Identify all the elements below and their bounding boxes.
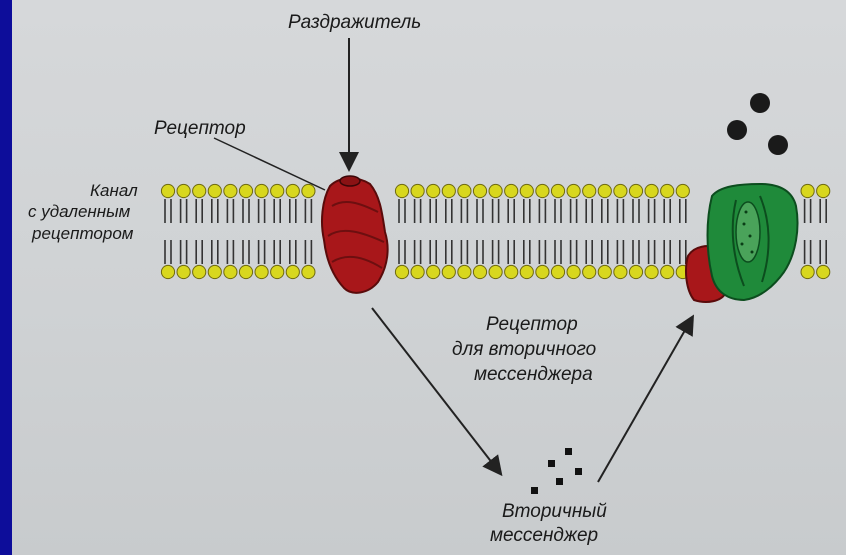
lipid-head — [520, 265, 533, 278]
lipid-head — [551, 265, 564, 278]
lipid-head — [271, 265, 284, 278]
lipid-head — [271, 184, 284, 197]
lipid-head — [614, 184, 627, 197]
lipid-head — [161, 265, 174, 278]
lipid-head — [567, 265, 580, 278]
lipid-head — [505, 265, 518, 278]
receptor-label: Рецептор — [154, 118, 246, 139]
lipid-head — [661, 184, 674, 197]
ion-dots — [727, 93, 788, 155]
lipid-head — [286, 265, 299, 278]
lipid-head — [442, 265, 455, 278]
lipid-head — [567, 184, 580, 197]
receptor-protein — [322, 176, 388, 293]
lipid-head — [473, 184, 486, 197]
lipid-head — [629, 184, 642, 197]
lipid-head — [208, 265, 221, 278]
lipid-head — [473, 265, 486, 278]
lipid-head — [817, 265, 830, 278]
lipid-head — [239, 265, 252, 278]
lipid-head — [489, 265, 502, 278]
second-receptor-label-line1: Рецептор — [486, 314, 578, 335]
lipid-head — [224, 265, 237, 278]
lipid-head — [614, 265, 627, 278]
lipid-head — [427, 184, 440, 197]
lipid-head — [676, 184, 689, 197]
messenger-label-line2: мессенджер — [490, 525, 598, 546]
messenger-label-line1: Вторичный — [502, 501, 607, 522]
lipid-head — [551, 184, 564, 197]
second-messenger-particles — [531, 448, 582, 494]
lipid-head — [193, 265, 206, 278]
lipid-head — [598, 265, 611, 278]
lipid-head — [536, 265, 549, 278]
lipid-head — [177, 265, 190, 278]
second-receptor-label-line3: мессенджера — [474, 364, 593, 385]
channel-label-line2: с удаленным — [28, 202, 130, 222]
lipid-head — [395, 184, 408, 197]
receptor-to-messenger-arrow — [372, 308, 500, 473]
receptor-pointer-line — [214, 138, 325, 190]
lipid-head — [536, 184, 549, 197]
lipid-head — [224, 184, 237, 197]
lipid-head — [505, 184, 518, 197]
lipid-head — [520, 184, 533, 197]
lipid-head — [395, 265, 408, 278]
lipid-head — [177, 184, 190, 197]
lipid-head — [629, 265, 642, 278]
lipid-head — [161, 184, 174, 197]
lipid-head — [208, 184, 221, 197]
channel-label-line1: Канал — [90, 181, 138, 201]
lipid-head — [193, 184, 206, 197]
lipid-head — [801, 184, 814, 197]
lipid-head — [427, 265, 440, 278]
lipid-head — [645, 265, 658, 278]
lipid-head — [239, 184, 252, 197]
lipid-head — [661, 265, 674, 278]
lipid-head — [255, 265, 268, 278]
lipid-head — [458, 265, 471, 278]
lipid-head — [583, 265, 596, 278]
stimulus-label: Раздражитель — [288, 12, 421, 33]
ion-channel — [686, 184, 798, 302]
lipid-head — [801, 265, 814, 278]
lipid-head — [411, 184, 424, 197]
lipid-head — [302, 184, 315, 197]
channel-label-line3: рецептором — [32, 224, 133, 244]
second-receptor-label-line2: для вторичного — [452, 339, 596, 360]
lipid-head — [817, 184, 830, 197]
lipid-head — [583, 184, 596, 197]
lipid-head — [411, 265, 424, 278]
messenger-to-channel-arrow — [598, 318, 692, 482]
lipid-head — [598, 184, 611, 197]
lipid-head — [255, 184, 268, 197]
lipid-head — [302, 265, 315, 278]
lipid-head — [489, 184, 502, 197]
lipid-head — [458, 184, 471, 197]
lipid-head — [442, 184, 455, 197]
lipid-head — [286, 184, 299, 197]
lipid-head — [645, 184, 658, 197]
